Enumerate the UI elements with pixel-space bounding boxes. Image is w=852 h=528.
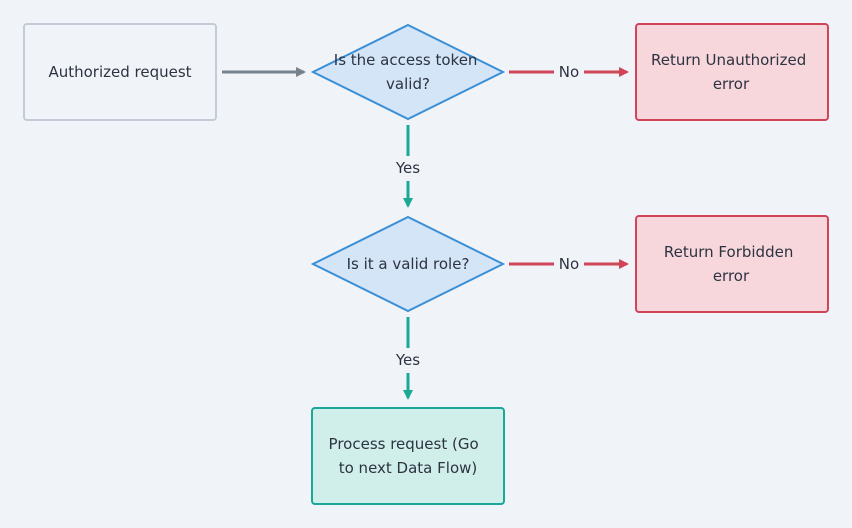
node-forbidden-line-2: error: [713, 267, 750, 285]
node-unauthorized-line-2: error: [713, 75, 750, 93]
edge-token-no: No: [509, 63, 629, 81]
svg-text:Return Unauthorized erro: Return Unauthorized error: [651, 51, 811, 93]
node-unauthorized-line-1: Return Unauthorized: [651, 51, 806, 69]
edge-label-role-no: No: [559, 255, 579, 273]
node-process-line-1: Process request (Go: [329, 435, 479, 453]
node-token-check-line-2: valid?: [386, 75, 430, 93]
edge-label-token-no: No: [559, 63, 579, 81]
node-process[interactable]: Process request (Go to next Data Flow): [311, 407, 505, 505]
edge-token-yes: Yes: [395, 125, 420, 208]
node-start[interactable]: Authorized request: [23, 23, 217, 121]
svg-text:Is it a valid role?: Is it a valid role?: [347, 255, 470, 273]
node-token-check-line-1: Is the access token: [334, 51, 478, 69]
svg-text:Authorized request: Authorized request: [48, 63, 191, 81]
node-unauthorized[interactable]: Return Unauthorized error: [635, 23, 829, 121]
edge-label-token-yes: Yes: [395, 159, 420, 177]
node-role-check-line-1: Is it a valid role?: [347, 255, 470, 273]
edge-label-role-yes: Yes: [395, 351, 420, 369]
node-forbidden[interactable]: Return Forbidden error: [635, 215, 829, 313]
edge-role-yes: Yes: [395, 317, 420, 400]
node-role-check[interactable]: Is it a valid role?: [310, 215, 506, 313]
node-forbidden-line-1: Return Forbidden: [664, 243, 793, 261]
node-token-check[interactable]: Is the access token valid?: [310, 23, 506, 121]
edge-role-no: No: [509, 255, 629, 273]
svg-text:Return Forbidden error: Return Forbidden error: [664, 243, 798, 285]
node-start-line-1: Authorized request: [48, 63, 191, 81]
svg-text:Process request (Go to n: Process request (Go to next Data Flow): [329, 435, 484, 477]
node-process-line-2: to next Data Flow): [339, 459, 478, 477]
svg-text:Is the access token vali: Is the access token valid?: [334, 51, 482, 93]
